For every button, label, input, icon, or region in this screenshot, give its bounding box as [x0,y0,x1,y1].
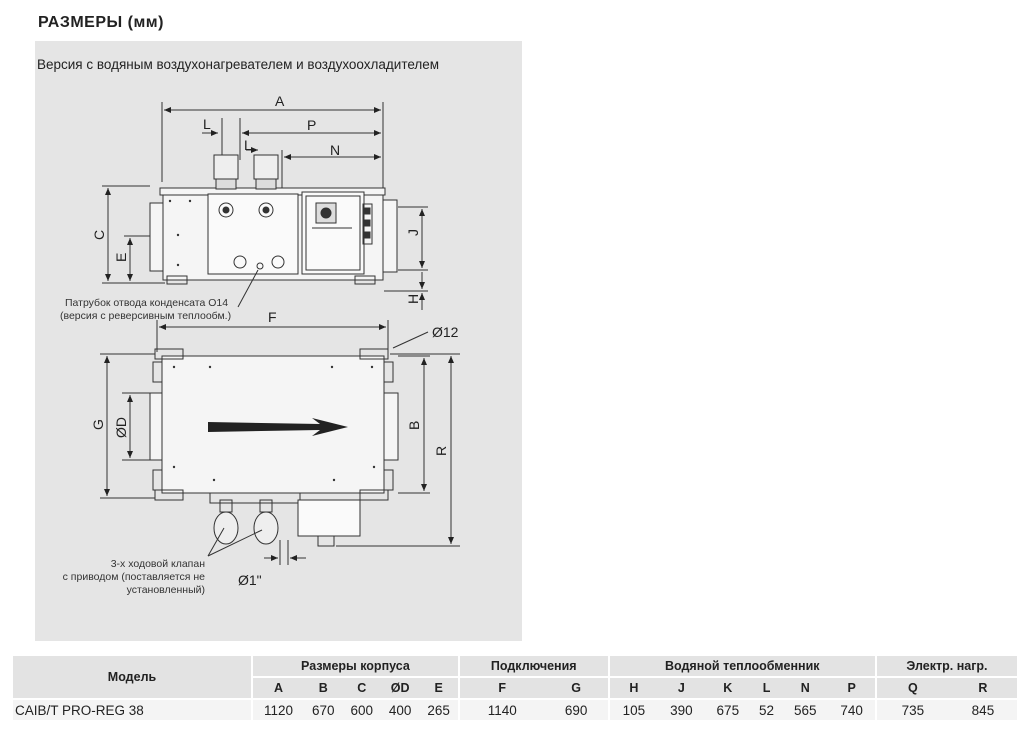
group-header-electric: Электр. нагр. [874,656,1017,678]
drawing-panel: Версия с водяным воздухонагревателем и в… [35,41,522,641]
condensate-note-line2: (версия с реверсивным теплообм.) [60,310,231,322]
plan-view [100,320,460,565]
dimensions-table: Модель Размеры корпуса Подключения Водян… [13,656,1017,720]
value-cell-G: 690 [544,700,608,720]
dim-label-P: P [307,117,316,133]
valve-note-line1: 3-х ходовой клапан [111,558,205,570]
drawing-notes: Патрубок отвода конденсата O14 (версия с… [60,297,231,596]
col-header-C: C [342,678,381,700]
fixing-points [168,199,376,482]
airflow-arrow [208,418,348,436]
value-cell-J: 390 [658,700,705,720]
value-cell-H: 105 [607,700,659,720]
dim-label-hole: Ø12 [432,324,459,340]
col-header-K: K [704,678,752,700]
side-view [102,102,428,310]
value-cell-R: 845 [948,700,1017,720]
dim-label-H: H [405,294,421,304]
value-cell-B: 670 [304,700,343,720]
dim-label-N: N [330,142,340,158]
col-header-A: A [251,678,304,700]
col-header-G: G [544,678,608,700]
value-cell-N: 565 [782,700,829,720]
col-header-E: E [419,678,458,700]
dim-label-A: A [275,93,285,109]
dim-label-G: G [90,419,106,430]
valve-note-line2: с приводом (поставляется не [63,571,206,583]
group-header-water-coil: Водяной теплообменник [607,656,875,678]
table-row: CAIB/T PRO-REG 38 1120 670 600 400 265 1… [13,700,1017,720]
col-header-R: R [948,678,1017,700]
col-header-B: B [304,678,343,700]
col-header-L: L [751,678,782,700]
value-cell-E: 265 [419,700,458,720]
dim-label-E: E [113,253,129,262]
dim-label-B: B [406,421,422,430]
group-header-body: Размеры корпуса [251,656,458,678]
col-header-D: ØD [380,678,420,700]
dimension-labels: A P N L L C E J H F Ø12 G ØD B R Ø1" [90,93,459,588]
value-cell-K: 675 [704,700,752,720]
drawing-subtitle: Версия с водяным воздухонагревателем и в… [37,57,440,72]
col-header-P: P [828,678,875,700]
group-header-connections: Подключения [457,656,608,678]
valve-note-line3: установленный) [127,584,205,596]
dim-label-F: F [268,309,277,325]
dim-label-C: C [91,230,107,240]
col-header-N: N [782,678,829,700]
dim-label-pipe: Ø1" [238,572,262,588]
page-title: РАЗМЕРЫ (мм) [38,14,164,31]
dim-label-J: J [405,229,421,236]
col-header-Q: Q [874,678,949,700]
condensate-note-line1: Патрубок отвода конденсата O14 [65,297,228,309]
value-cell-A: 1120 [251,700,304,720]
dim-label-D: ØD [113,417,129,438]
value-cell-Q: 735 [874,700,949,720]
col-header-H: H [607,678,659,700]
dim-label-R: R [433,446,449,456]
value-cell-F: 1140 [457,700,545,720]
value-cell-C: 600 [342,700,381,720]
model-cell: CAIB/T PRO-REG 38 [13,700,251,720]
value-cell-L: 52 [751,700,782,720]
value-cell-P: 740 [828,700,875,720]
dim-label-L1: L [203,116,211,132]
col-header-F: F [457,678,545,700]
model-header: Модель [13,656,251,700]
value-cell-D: 400 [380,700,420,720]
technical-drawing: A P N L L C E J H F Ø12 G ØD B R Ø1" Пат… [60,93,460,596]
dim-label-L2: L [244,137,252,153]
col-header-J: J [658,678,705,700]
